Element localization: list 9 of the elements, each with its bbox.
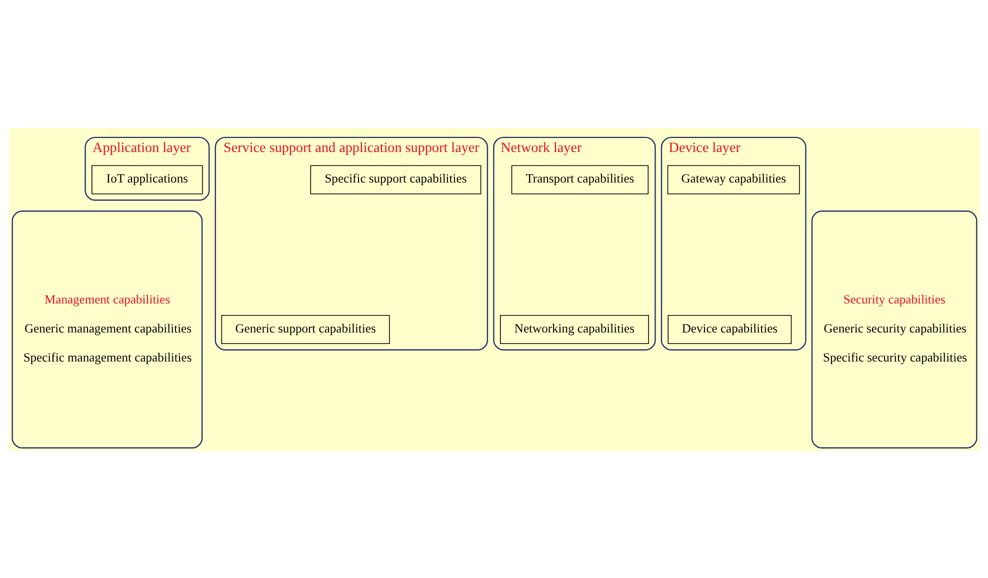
node-box: Specific support capabilities bbox=[310, 164, 481, 194]
node-box: Transport capabilities bbox=[510, 164, 648, 194]
node-box: Management capabilities Generic management capabilities Specific management capabilities bbox=[11, 210, 202, 448]
node-box: Networking capabilities bbox=[499, 314, 648, 344]
node-box: IoT applications bbox=[91, 164, 202, 194]
node-box: Device capabilities bbox=[667, 314, 792, 344]
node-box: Security capabilities Generic security capabilities Specific security capabilities bbox=[810, 210, 977, 448]
node-box: Gateway capabilities bbox=[666, 164, 800, 194]
node-box: Generic support capabilities bbox=[220, 314, 390, 344]
